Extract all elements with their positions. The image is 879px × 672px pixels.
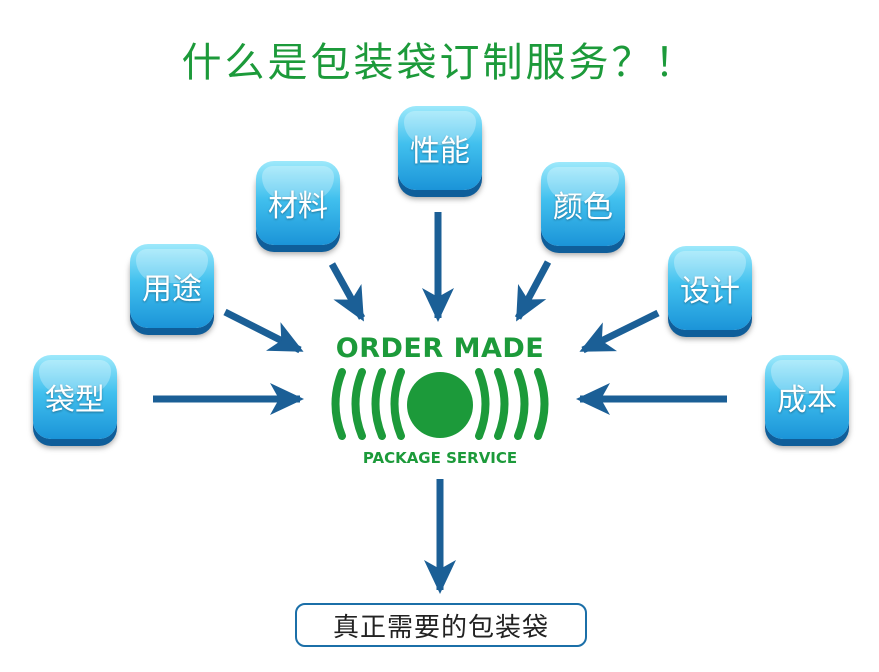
node-usage: 用途	[130, 244, 214, 328]
arrow-from-color	[514, 260, 552, 322]
node-color-label: 颜色	[553, 190, 613, 225]
diagram-title: 什么是包装袋订制服务？！	[181, 40, 698, 86]
order-made-label: ORDER MADE	[335, 333, 545, 364]
node-color: 颜色	[541, 162, 625, 246]
node-bag-type-label: 袋型	[45, 383, 105, 418]
node-bag-type: 袋型	[33, 355, 117, 439]
node-performance-label: 性能	[410, 134, 470, 169]
arrow-from-material	[328, 262, 366, 322]
arrow-from-usage	[223, 308, 304, 354]
node-design-label: 设计	[680, 274, 740, 309]
node-cost: 成本	[765, 355, 849, 439]
emblem-dot	[407, 372, 473, 438]
node-cost-label: 成本	[777, 383, 837, 418]
node-design: 设计	[668, 246, 752, 330]
node-usage-label: 用途	[142, 272, 202, 307]
package-service-label: PACKAGE SERVICE	[362, 449, 518, 467]
order-made-emblem	[331, 368, 549, 440]
node-material: 材料	[256, 161, 340, 245]
arrow-from-design	[579, 309, 660, 354]
node-material-label: 材料	[268, 189, 328, 224]
result-label: 真正需要的包装袋	[332, 612, 549, 643]
result-box: 真正需要的包装袋	[295, 603, 587, 647]
node-performance: 性能	[398, 106, 482, 190]
